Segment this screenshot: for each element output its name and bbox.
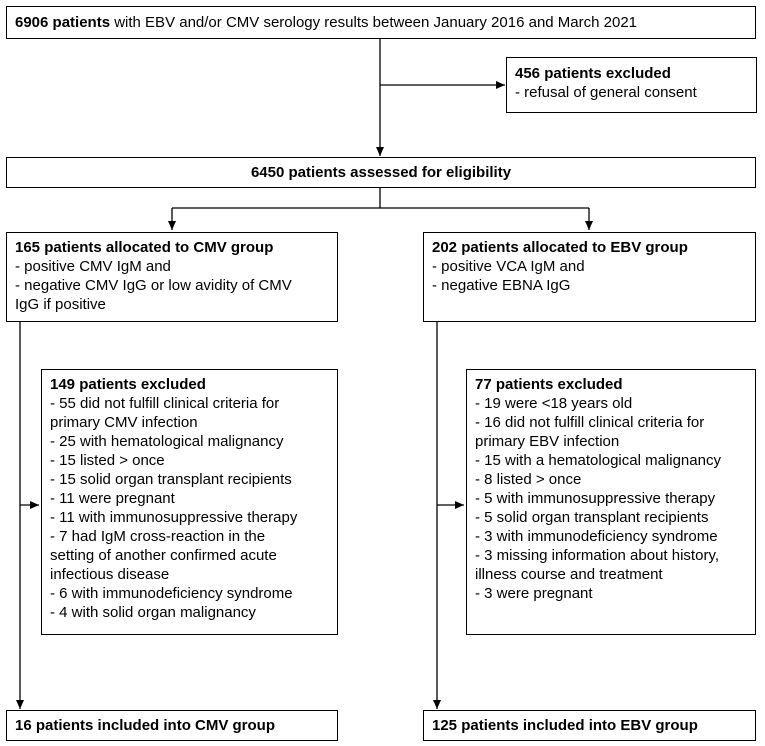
cmv-exclusion-reason: - 11 with immunosuppressive therapy [50,509,298,526]
cmv-exclusion-reason: - 15 listed > once [50,452,165,469]
cmv-exclusion-reason: - 4 with solid organ malignancy [50,604,256,621]
cmv-group-criterion: IgG if positive [15,296,106,313]
cmv-group-criterion: - negative CMV IgG or low avidity of CMV [15,277,292,294]
serology-count: 6906 patients [15,14,111,31]
ebv-exclusion-reason: - 16 did not fulfill clinical criteria f… [475,414,705,431]
ebv-group-title: 202 patients allocated to EBV group [432,239,688,256]
cmv-exclusion-reason: setting of another confirmed acute [50,547,277,564]
ebv-exclusion-reason: - 3 with immunodeficiency syndrome [475,528,718,545]
ebv-exclusion-reason: - 15 with a hematological malignancy [475,452,721,469]
cmv-group-criterion: - positive CMV IgM and [15,258,171,275]
consent-excluded-box: 456 patients excluded - refusal of gener… [506,57,757,113]
ebv-exclusion-reason: - 3 missing information about history, [475,547,719,564]
cmv-exclusion-reason: - 6 with immunodeficiency syndrome [50,585,293,602]
cmv-excluded-box: 149 patients excluded - 55 did not fulfi… [41,369,338,635]
cmv-exclusion-reason: - 11 were pregnant [50,490,175,507]
serology-results-box: 6906 patients with EBV and/or CMV serolo… [6,6,756,39]
ebv-exclusion-reason: illness course and treatment [475,566,663,583]
ebv-exclusion-reason: - 3 were pregnant [475,585,593,602]
ebv-exclusion-reason: - 19 were <18 years old [475,395,633,412]
cmv-exclusion-reason: - 7 had IgM cross-reaction in the [50,528,266,545]
cmv-exclusion-reason: - 25 with hematological malignancy [50,433,284,450]
assessed-title: 6450 patients assessed for eligibility [250,164,512,181]
serology-description: with EBV and/or CMV serology results bet… [110,14,638,31]
ebv-excluded-title: 77 patients excluded [475,376,623,393]
cmv-exclusion-reason: - 55 did not fulfill clinical criteria f… [50,395,280,412]
ebv-included-title: 125 patients included into EBV group [432,717,698,734]
cmv-exclusion-reason: - 15 solid organ transplant recipients [50,471,292,488]
consent-excluded-reason: - refusal of general consent [515,84,697,101]
ebv-group-criterion: - negative EBNA IgG [432,277,571,294]
ebv-exclusion-reason: - 8 listed > once [475,471,582,488]
cmv-group-box: 165 patients allocated to CMV group - po… [6,232,338,322]
ebv-exclusion-reason: - 5 with immunosuppressive therapy [475,490,716,507]
assessed-box: 6450 patients assessed for eligibility [6,157,756,188]
ebv-excluded-box: 77 patients excluded - 19 were <18 years… [466,369,756,635]
cmv-exclusion-reason: infectious disease [50,566,170,583]
cmv-included-box: 16 patients included into CMV group [6,710,338,741]
cmv-exclusion-reason: primary CMV infection [50,414,198,431]
cmv-excluded-title: 149 patients excluded [50,376,206,393]
ebv-exclusion-reason: - 5 solid organ transplant recipients [475,509,709,526]
ebv-group-criterion: - positive VCA IgM and [432,258,585,275]
cmv-group-title: 165 patients allocated to CMV group [15,239,274,256]
ebv-included-box: 125 patients included into EBV group [423,710,756,741]
ebv-group-box: 202 patients allocated to EBV group - po… [423,232,756,322]
ebv-exclusion-reason: primary EBV infection [475,433,620,450]
consent-excluded-title: 456 patients excluded [515,65,671,82]
cmv-included-title: 16 patients included into CMV group [15,717,276,734]
